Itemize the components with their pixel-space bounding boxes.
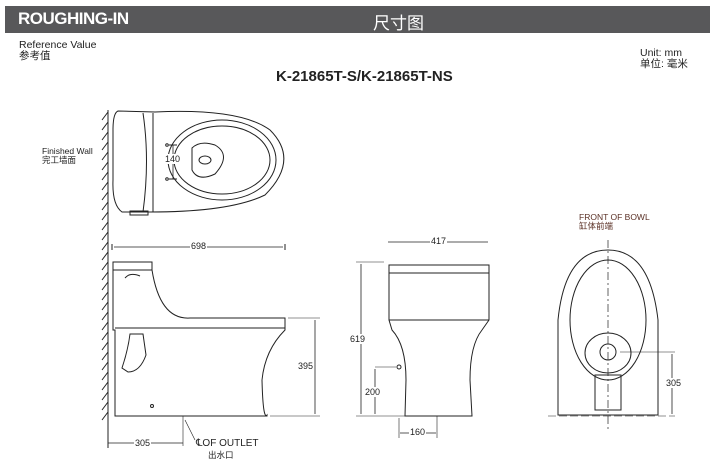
header-title-cn: 尺寸图	[373, 14, 424, 33]
unit-en: Unit: mm	[640, 47, 682, 59]
reference-en: Reference Value	[19, 39, 97, 51]
front-of-bowl-label: FRONT OF BOWL 缸体前端	[579, 213, 650, 231]
dim-height: 619	[349, 334, 367, 344]
bowl-label-cn: 缸体前端	[579, 221, 614, 231]
wall-label-cn: 完工墙面	[42, 155, 77, 165]
dim-supply-offset: 160	[409, 427, 427, 437]
reference-value: Reference Value 参考值	[19, 40, 96, 62]
dim-length: 698	[190, 241, 208, 251]
outlet-label: ℄OF OUTLET 出水口	[196, 438, 259, 460]
dim-bowl-height: 395	[297, 361, 315, 371]
bowl-label-en: FRONT OF BOWL	[579, 212, 650, 222]
outlet-label-en: ℄OF OUTLET	[196, 438, 259, 449]
front-view	[356, 241, 490, 438]
outlet-label-cn: 出水口	[208, 450, 234, 460]
wall-label-en: Finished Wall	[42, 146, 93, 156]
header-title: ROUGHING-IN	[18, 9, 129, 28]
dim-rough-in: 305	[134, 438, 152, 448]
bottom-view	[548, 240, 675, 430]
finished-wall-label: Finished Wall 完工墙面	[42, 147, 93, 165]
model-number: K-21865T-S/K-21865T-NS	[276, 68, 453, 85]
unit-note: Unit: mm 单位: 毫米	[640, 48, 688, 70]
reference-cn: 参考值	[19, 50, 51, 62]
dim-supply-height: 200	[364, 387, 382, 397]
header-bar: ROUGHING-IN 尺寸图	[5, 6, 710, 33]
dim-outlet-front: 305	[665, 378, 683, 388]
finished-wall	[101, 110, 109, 448]
side-view	[108, 244, 320, 446]
unit-cn: 单位: 毫米	[640, 58, 688, 70]
dim-width: 417	[430, 236, 448, 246]
top-view	[112, 110, 285, 216]
dim-seat-holes: 140	[164, 154, 182, 164]
